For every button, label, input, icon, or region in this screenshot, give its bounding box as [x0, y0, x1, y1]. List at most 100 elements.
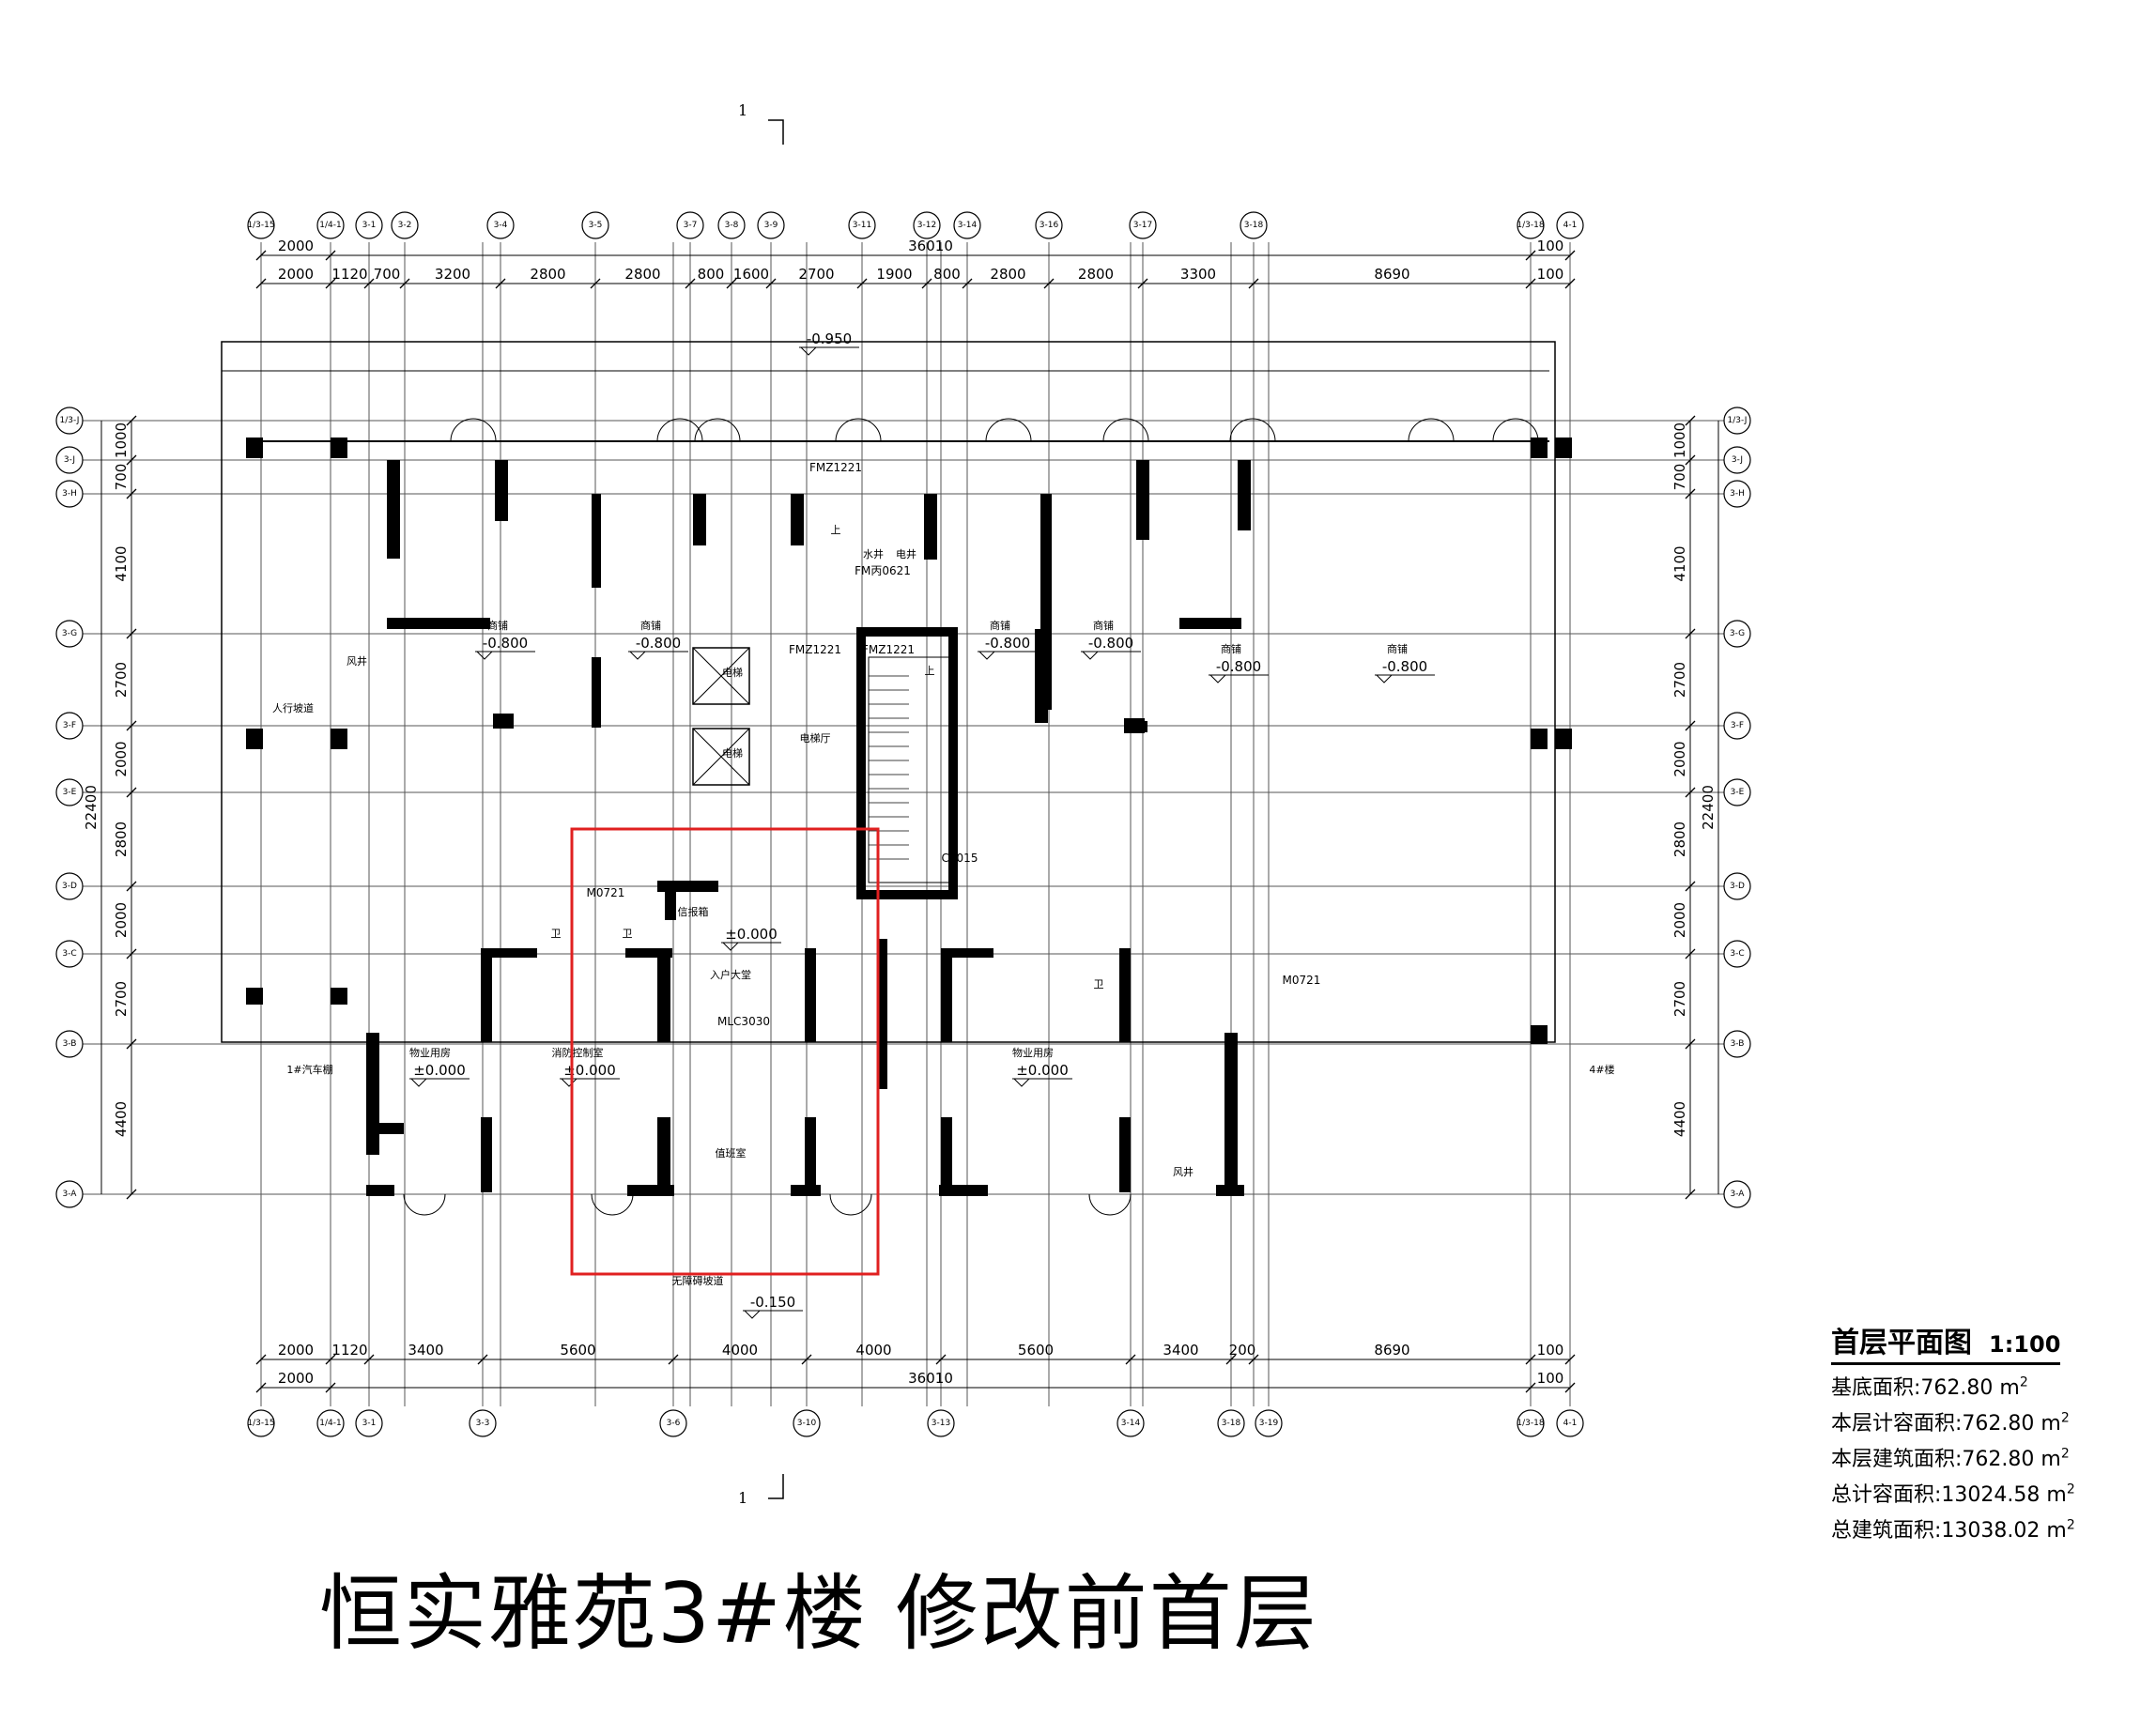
dim-left-detail-tick	[126, 787, 137, 798]
axis-bubble	[676, 211, 704, 239]
axis-label: 3-6	[667, 1419, 681, 1428]
dim-left-detail-text: 4400	[113, 1101, 130, 1137]
axis-bubble	[55, 778, 84, 806]
door-swing	[1125, 418, 1149, 442]
page-title: 恒实雅苑3#楼 修改前首层	[319, 1565, 1318, 1662]
dim-bottom-detail-tick	[1125, 1354, 1136, 1365]
dim-top-detail-tick	[921, 278, 932, 289]
room-label-property: 物业用房	[1012, 1046, 1054, 1059]
axis-label: 3-E	[63, 788, 77, 797]
door-code-fm: FMZ1221	[862, 643, 915, 656]
dim-top-detail-text: 800	[933, 266, 961, 283]
wall-segment	[856, 890, 958, 899]
dim-left-detail-tick	[126, 454, 137, 466]
axis-label: 1/3-J	[1728, 416, 1748, 425]
axis-bubble	[1723, 407, 1751, 435]
wall-segment	[791, 494, 804, 545]
dim-bottom-detail-tick	[1225, 1354, 1237, 1365]
legend-row-value: 762.80 m	[1920, 1376, 2020, 1400]
wall-segment	[948, 627, 958, 899]
door-swing	[450, 418, 474, 442]
structural-column	[1555, 729, 1572, 749]
dim-right-detail-tick	[1685, 415, 1696, 426]
axis-label: 1/3-18	[1517, 221, 1544, 230]
dim-top-detail-tick	[765, 278, 777, 289]
room-label-shop: 商铺	[1093, 619, 1114, 632]
axis-label: 4-1	[1563, 1419, 1578, 1428]
door-swing	[1492, 418, 1517, 442]
elevation-marker	[560, 1078, 578, 1087]
wall-segment	[366, 1185, 394, 1196]
door-swing	[716, 418, 741, 442]
legend-row-unit-sup: 2	[2066, 1517, 2075, 1533]
elevation-shop: -0.800	[483, 635, 528, 652]
room-label-slope: 人行坡道	[272, 701, 314, 714]
room-label-property: 物业用房	[409, 1046, 451, 1059]
dim-right-detail-text: 2800	[1671, 821, 1688, 857]
axis-label: 3-J	[64, 455, 75, 465]
structural-column	[246, 988, 263, 1005]
axis-label: 1/3-18	[1517, 1419, 1544, 1428]
dim-right-detail-text: 1000	[1671, 422, 1688, 458]
door-swing	[591, 1193, 613, 1216]
stair-well	[868, 656, 952, 883]
axis-label: 3-A	[63, 1190, 78, 1199]
axis-bubble	[1723, 940, 1751, 968]
axis-label: 3-8	[725, 221, 739, 230]
axis-bubble	[1556, 1409, 1584, 1437]
dim-bottom-detail-tick	[477, 1354, 488, 1365]
door-code-mlc: MLC3030	[717, 1015, 770, 1028]
axis-bubble	[486, 211, 515, 239]
dim-left-detail-text: 4100	[113, 545, 130, 581]
elevator-shaft	[692, 728, 750, 786]
room-label-shop: 商铺	[487, 619, 508, 632]
dim-top-detail-text: 700	[374, 266, 401, 283]
dim-top-detail-text: 2800	[624, 266, 660, 283]
axis-label: 3-5	[589, 221, 603, 230]
dim-bottom-detail-text: 3400	[408, 1342, 443, 1359]
axis-bubble	[55, 712, 84, 740]
door-swing	[1229, 418, 1254, 442]
axis-label: 3-14	[958, 221, 978, 230]
dim-top-total-tick	[325, 250, 336, 261]
dim-top-detail-tick	[962, 278, 973, 289]
dim-bottom-detail-text: 5600	[560, 1342, 595, 1359]
dim-top-detail-text: 100	[1537, 266, 1564, 283]
dim-bottom-detail-text: 2000	[278, 1342, 314, 1359]
dim-top-detail-text: 2800	[1078, 266, 1114, 283]
door-swing	[1102, 418, 1127, 442]
axis-bubble	[1255, 1409, 1283, 1437]
room-label-water: 水井	[863, 547, 884, 560]
drawing-title: 首层平面图	[1831, 1327, 1972, 1359]
axis-bubble	[55, 446, 84, 474]
elevation-shop: -0.800	[985, 635, 1030, 652]
dim-top-total-text: 36010	[908, 238, 953, 254]
dim-bottom-total-tick	[255, 1382, 267, 1393]
door-swing	[1408, 418, 1432, 442]
legend-row-unit-sup: 2	[2066, 1482, 2075, 1497]
room-label-shop: 商铺	[990, 619, 1010, 632]
walls-and-columns	[221, 341, 1572, 1216]
wall-segment	[387, 618, 490, 629]
axis-label: 3-D	[62, 882, 77, 891]
dim-top-total-tick	[1564, 250, 1576, 261]
door-swing	[850, 1193, 872, 1216]
axis-label: 3-18	[1244, 221, 1264, 230]
structural-column	[331, 988, 347, 1005]
dim-left-detail-text: 2800	[113, 821, 130, 857]
axis-label: 3-12	[917, 221, 936, 230]
room-label-elevator: 电梯	[722, 667, 743, 679]
elevation-marker	[799, 346, 818, 356]
dim-top-detail-text: 1600	[733, 266, 769, 283]
legend-row-label: 总计容面积:	[1831, 1483, 1942, 1507]
axis-bubble	[659, 1409, 687, 1437]
door-swing	[835, 418, 859, 442]
axis-bubble	[1556, 211, 1584, 239]
dim-right-detail-tick	[1685, 787, 1696, 798]
elevator-cross	[692, 647, 750, 705]
dim-right-detail-text: 2700	[1671, 981, 1688, 1017]
axis-bubble	[848, 211, 876, 239]
wall-segment	[481, 1117, 492, 1192]
door-swing	[679, 418, 703, 442]
dim-top-detail-text: 2000	[278, 266, 314, 283]
